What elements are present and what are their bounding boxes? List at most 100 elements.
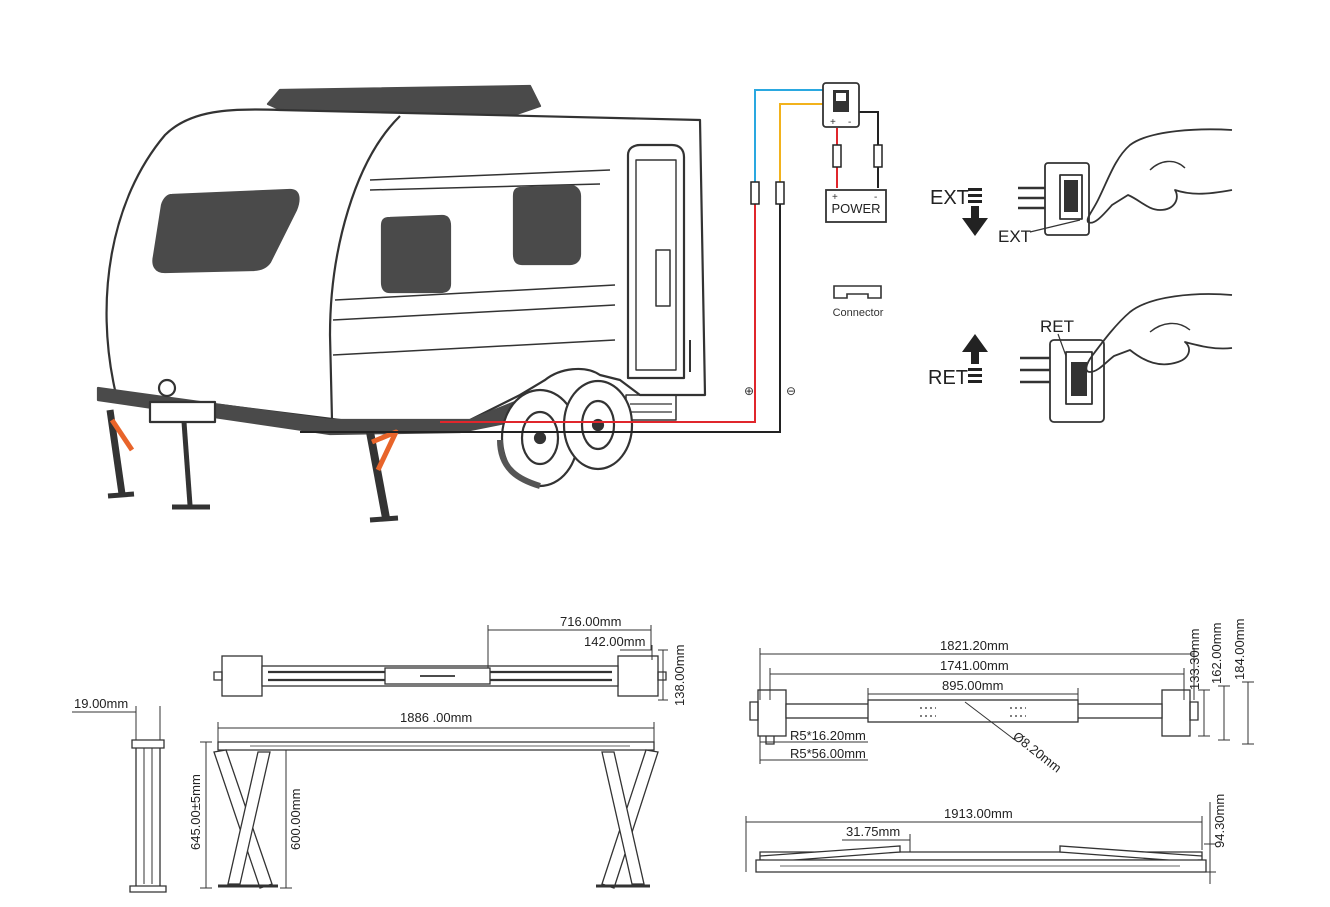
ret-callout-line <box>1057 333 1067 357</box>
end-view-leg <box>135 741 161 889</box>
dim-716: 716.00mm <box>560 614 621 629</box>
wheel-shadow <box>497 439 541 489</box>
dim-1741: 1741.00mm <box>940 658 1009 673</box>
dim-line-645 <box>200 741 212 889</box>
ret-label: RET <box>928 367 968 389</box>
folded-leg-right <box>1059 845 1203 863</box>
dim-1886: 1886 .00mm <box>400 710 472 725</box>
dim-133: 133.30mm <box>1187 629 1202 690</box>
dim-line-895 <box>867 688 1079 700</box>
top-view-axle-left <box>213 671 223 681</box>
dim-line-phi8 <box>964 701 1016 741</box>
dim-line-r5-56 <box>759 736 868 764</box>
hand-pressing-ext <box>1086 128 1233 224</box>
connector-icon <box>833 285 882 299</box>
front-stabilizer-foot <box>107 491 135 499</box>
folded-view-drawing <box>745 802 1216 884</box>
dim-line-184 <box>1242 681 1254 745</box>
top-view-left-plate <box>221 655 263 697</box>
caravan-stripe <box>369 169 611 181</box>
top-view-rail-inner <box>268 670 612 682</box>
caravan-illustration <box>96 84 707 523</box>
dim-line-138 <box>658 649 668 701</box>
side-view-right-leg <box>601 749 659 889</box>
positive-terminal-symbol: ⊕ <box>744 384 754 398</box>
top-view-axle-right <box>657 671 667 681</box>
dim-line-142 <box>620 645 653 660</box>
plan-center-block <box>867 699 1079 723</box>
top-view-drawing <box>213 625 668 701</box>
dim-895: 895.00mm <box>942 678 1003 693</box>
side-view-left-brace <box>227 751 271 885</box>
dim-1821: 1821.20mm <box>940 638 1009 653</box>
yellow-wire <box>779 103 826 190</box>
positive-wire <box>440 195 756 423</box>
dim-r5-56: R5*56.00mm <box>790 746 866 761</box>
connector-label: Connector <box>833 307 884 319</box>
switch-rocker-ext <box>1064 180 1078 212</box>
caravan-side-window <box>380 214 452 294</box>
plan-left-cap <box>749 701 759 721</box>
caravan-stripe <box>332 304 616 321</box>
negative-terminal-symbol: ⊖ <box>786 384 796 398</box>
plan-left-post <box>765 736 775 745</box>
hand-finger-detail <box>1149 322 1191 333</box>
end-view-foot <box>129 885 167 893</box>
ext-callout-line <box>1029 219 1081 233</box>
ret-callout-label: RET <box>1040 317 1074 336</box>
power-label: POWER <box>831 201 880 216</box>
ext-callout-label: EXT <box>998 227 1031 246</box>
dim-line-1886 <box>217 722 655 742</box>
dim-line-943 <box>1204 802 1216 884</box>
front-stabilizer-brace <box>109 418 135 452</box>
caravan-stripe <box>332 339 616 356</box>
folded-leg-left <box>759 845 901 863</box>
dim-line-1913 <box>745 816 1203 872</box>
tow-hitch <box>148 400 217 424</box>
tow-ball <box>157 378 177 398</box>
caravan-door-inner <box>635 159 677 371</box>
dim-3175: 31.75mm <box>846 824 900 839</box>
battery-minus: - <box>874 192 877 203</box>
dim-184: 184.00mm <box>1232 619 1247 680</box>
dim-943: 94.30mm <box>1212 794 1227 848</box>
fuse <box>750 181 760 205</box>
ext-switch-illustration <box>1018 128 1233 236</box>
rear-stabilizer-foot <box>369 515 399 523</box>
plan-left-plate <box>757 689 787 737</box>
dim-645: 645.00±5mm <box>188 774 203 850</box>
dim-phi8: Ø8.20mm <box>1010 729 1064 776</box>
dim-line-716 <box>487 625 652 668</box>
side-view-drawing <box>72 706 659 893</box>
dim-line-19 <box>72 706 161 740</box>
switch-plus-symbol: + <box>830 117 836 128</box>
switch-rocker-ret <box>1071 362 1087 396</box>
side-view-right-brace <box>601 751 645 885</box>
power-battery <box>825 189 887 223</box>
dim-line-600 <box>280 749 292 889</box>
ext-label: EXT <box>930 187 969 209</box>
control-switch-rocker-top <box>836 93 846 101</box>
caravan-door-handle <box>655 249 671 307</box>
dim-138: 138.00mm <box>672 645 687 706</box>
caravan-front-window <box>152 188 300 274</box>
negative-wire <box>300 195 781 433</box>
dim-line-1741 <box>769 668 1185 700</box>
dim-line-3175 <box>842 834 911 852</box>
plan-view-drawing <box>749 648 1254 764</box>
caravan-stripe <box>334 284 616 301</box>
dim-1913: 1913.00mm <box>944 806 1013 821</box>
ret-arrow <box>962 334 988 383</box>
rear-stabilizer-leg <box>366 431 390 519</box>
switch-wires <box>1020 356 1052 384</box>
battery-plus: + <box>832 192 838 203</box>
caravan-stripe <box>369 183 601 191</box>
dim-19: 19.00mm <box>74 696 128 711</box>
dim-600: 600.00mm <box>288 789 303 850</box>
switch-minus-symbol: - <box>848 117 851 128</box>
fuse <box>873 144 883 168</box>
wheel-center <box>533 431 547 445</box>
dim-142: 142.00mm <box>584 634 645 649</box>
